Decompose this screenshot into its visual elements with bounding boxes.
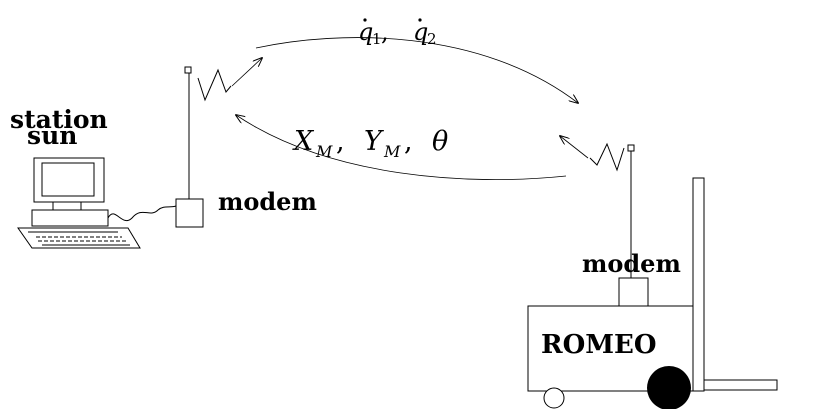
q1-symbol: q [358, 18, 373, 46]
q1-dot [363, 18, 367, 22]
right-modem-label: modem [582, 249, 681, 278]
cpu-base [31, 209, 109, 227]
right-radio-wave-icon [589, 142, 625, 172]
y-symbol: Y [364, 126, 384, 157]
downlink-label: X M , Y M , θ [292, 126, 448, 161]
station-cable [107, 205, 177, 221]
svg-text:,: , [381, 18, 389, 46]
uplink-label: q 1 , q 2 [358, 18, 437, 48]
downlink-arrow [236, 115, 567, 180]
q1-subscript: 1 [372, 30, 382, 48]
robot-fork [703, 379, 778, 391]
uplink-arrow [255, 37, 578, 103]
sun-label: sun [27, 121, 77, 150]
monitor-stand [52, 201, 82, 211]
robot-label: ROMEO [541, 330, 657, 360]
right-antenna-tip [627, 144, 635, 152]
left-antenna-tip [184, 66, 192, 74]
left-radio-wave-icon [197, 68, 232, 102]
robot-romeo [527, 177, 778, 409]
robot-large-wheel [647, 366, 691, 409]
robot-small-wheel [543, 387, 565, 409]
y-subscript: M [383, 142, 401, 161]
keyboard [17, 227, 141, 249]
left-modem-box [175, 198, 204, 228]
left-antenna-emit-arrow [231, 58, 262, 87]
q2-subscript: 2 [427, 30, 437, 48]
theta-symbol: θ [432, 126, 448, 157]
station-label: station [10, 105, 108, 134]
svg-text:,: , [336, 126, 345, 157]
q2-symbol: q [413, 18, 428, 46]
right-modem-unit [560, 136, 649, 307]
robot-lift-mast [692, 177, 705, 392]
x-subscript: M [315, 142, 333, 161]
right-modem-box [618, 277, 649, 307]
left-modem-unit [175, 66, 232, 228]
monitor-screen [41, 162, 95, 197]
x-symbol: X [292, 126, 315, 157]
computer-icon [17, 157, 177, 249]
svg-text:,: , [404, 126, 413, 157]
q2-dot [418, 18, 422, 22]
left-modem-label: modem [218, 187, 317, 216]
right-antenna-emit-arrow [560, 136, 589, 159]
